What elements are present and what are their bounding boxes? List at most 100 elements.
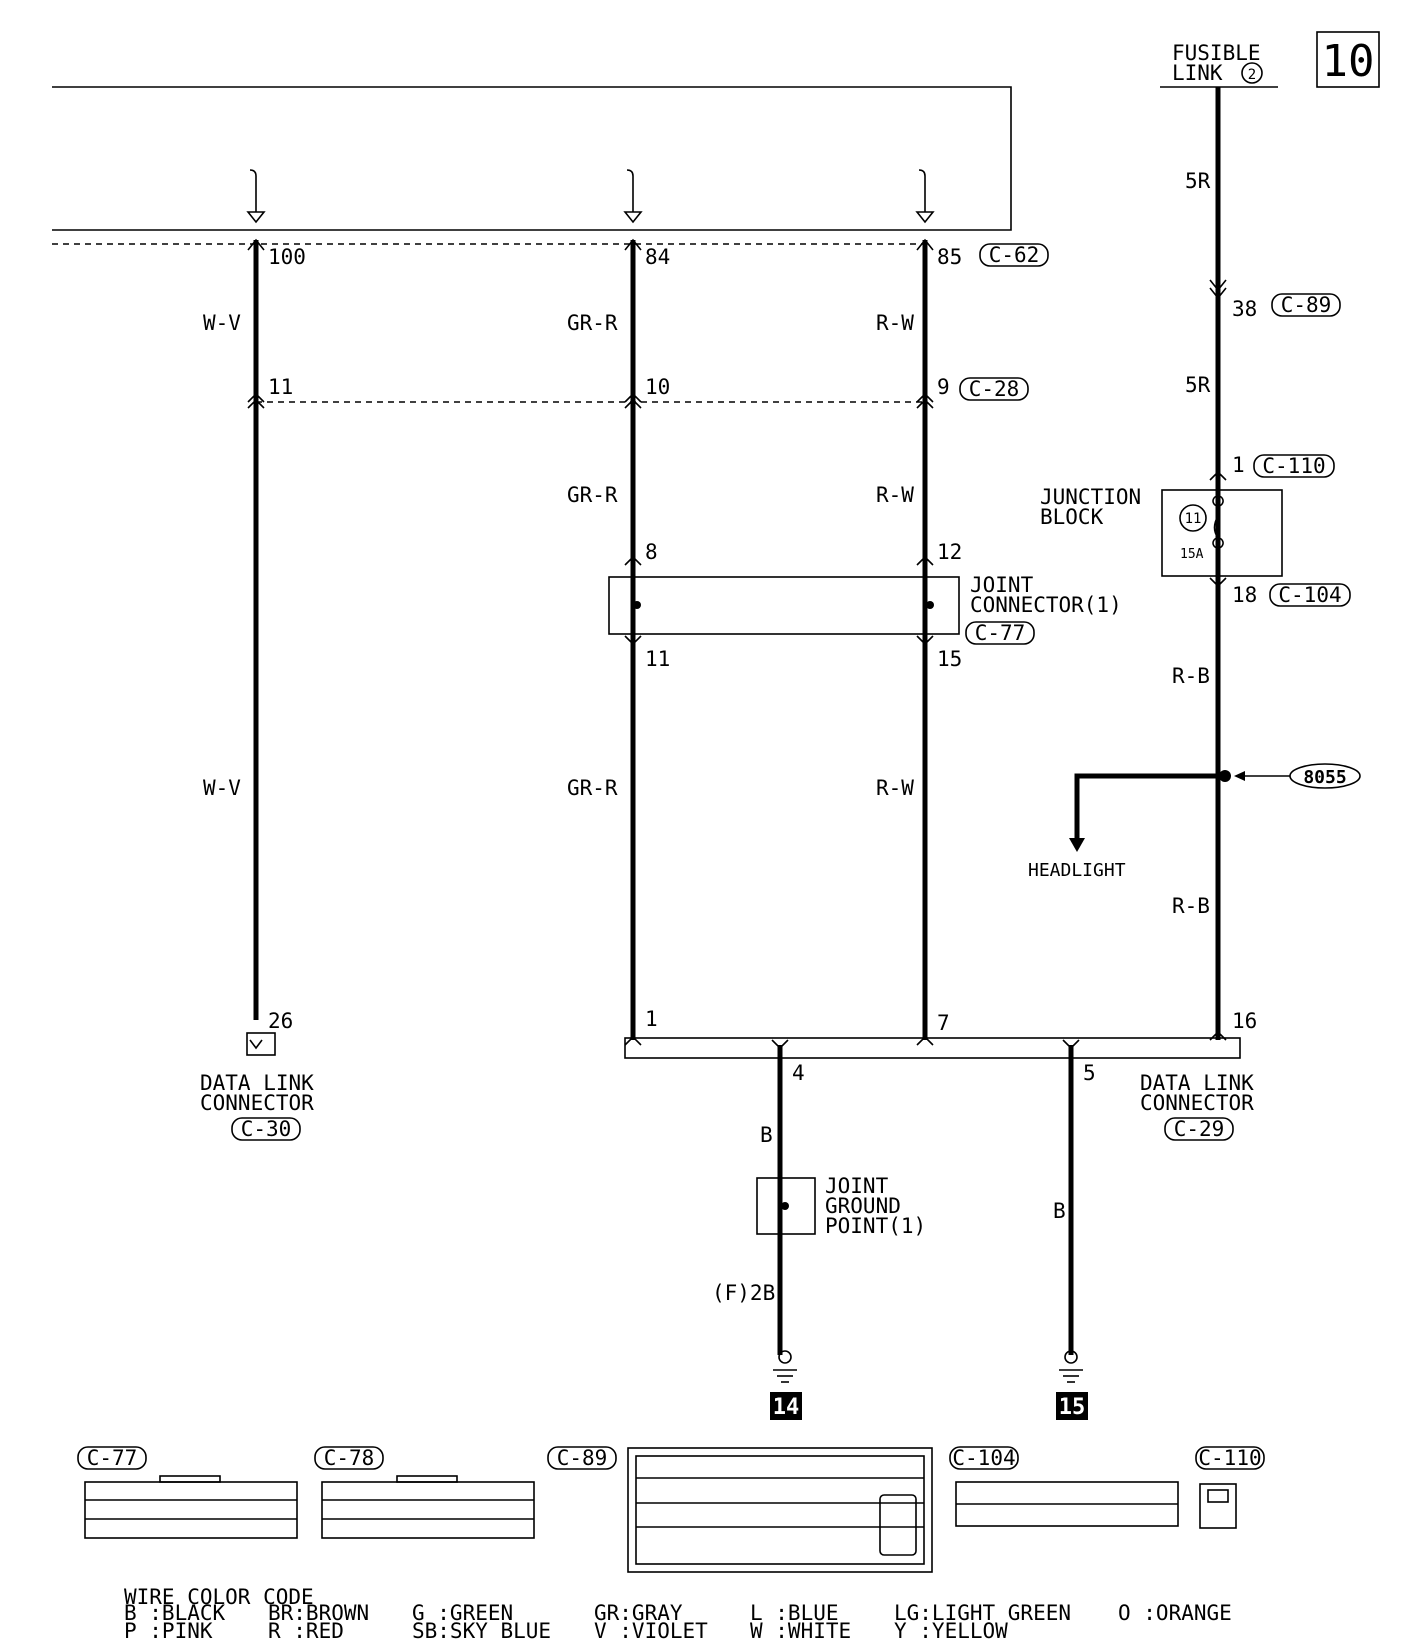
wire-label-5r-top: 5R bbox=[1185, 169, 1211, 193]
face-c110 bbox=[1199, 1483, 1237, 1529]
fusible-link-number-circle bbox=[1241, 62, 1263, 84]
svg-text:GR:GRAY: GR:GRAY bbox=[594, 1601, 683, 1625]
junction-block-box bbox=[1161, 489, 1283, 577]
junction-block-label-2: BLOCK bbox=[1040, 505, 1104, 529]
fuse-symbol bbox=[1212, 495, 1224, 549]
svg-text:Y :YELLOW: Y :YELLOW bbox=[894, 1619, 1008, 1643]
svg-text:P :PINK: P :PINK bbox=[124, 1619, 213, 1643]
pin-11-c28: 11 bbox=[268, 375, 293, 399]
pin-9: 9 bbox=[937, 375, 950, 399]
headlight-arrow bbox=[1069, 838, 1085, 852]
connector-marks bbox=[247, 238, 1227, 1050]
svg-text:LG:LIGHT GREEN: LG:LIGHT GREEN bbox=[894, 1601, 1071, 1625]
wire-label-b-right: B bbox=[1053, 1199, 1066, 1223]
headlight-branch bbox=[1074, 773, 1225, 848]
pin-16: 16 bbox=[1232, 1009, 1257, 1033]
headlight-label: HEADLIGHT bbox=[1028, 860, 1126, 881]
joint-connector-label-2: CONNECTOR(1) bbox=[970, 593, 1122, 617]
pin-8: 8 bbox=[645, 540, 658, 564]
svg-text:B :BLACK: B :BLACK bbox=[124, 1601, 226, 1625]
wire-label-r-b-bottom: R-B bbox=[1172, 894, 1210, 918]
pin-7: 7 bbox=[937, 1011, 950, 1035]
wire-label-r-w-mid: R-W bbox=[876, 483, 914, 507]
face-label-c104: C-104 bbox=[952, 1446, 1015, 1470]
dlc-left-label-1: DATA LINK bbox=[200, 1071, 314, 1095]
wire-label-b-left: B bbox=[760, 1123, 773, 1147]
wire-label-r-w-top: R-W bbox=[876, 311, 914, 335]
wire-label-r-w-bottom: R-W bbox=[876, 776, 914, 800]
dlc-left-arrow bbox=[249, 1039, 263, 1050]
conn-c89-top: C-89 bbox=[1281, 293, 1332, 317]
pin-15: 15 bbox=[937, 647, 962, 671]
pin-84: 84 bbox=[645, 245, 670, 269]
pin-4: 4 bbox=[792, 1061, 805, 1085]
fusible-link-label-2: LINK bbox=[1172, 61, 1223, 85]
joint-dot-2 bbox=[926, 601, 934, 609]
face-c77 bbox=[84, 1481, 298, 1539]
splice-badge bbox=[1289, 763, 1361, 789]
face-label-c89: C-89 bbox=[557, 1446, 608, 1470]
wire-label-5r-mid: 5R bbox=[1185, 373, 1211, 397]
pin-12: 12 bbox=[937, 540, 962, 564]
joint-ground-label-2: GROUND bbox=[825, 1194, 901, 1218]
conn-c77-top: C-77 bbox=[975, 621, 1026, 645]
wire-label-w-v-top: W-V bbox=[203, 311, 241, 335]
fuse-number: 11 bbox=[1185, 511, 1202, 527]
pin-26: 26 bbox=[268, 1009, 293, 1033]
joint-dot-1 bbox=[633, 601, 641, 609]
svg-text:R :RED: R :RED bbox=[268, 1619, 344, 1643]
page-number: 10 bbox=[1322, 36, 1375, 87]
face-label-c110: C-110 bbox=[1198, 1446, 1261, 1470]
fuse-amp: 15A bbox=[1180, 547, 1204, 562]
dlc-right-label-2: CONNECTOR bbox=[1140, 1091, 1254, 1115]
svg-text:V :VIOLET: V :VIOLET bbox=[594, 1619, 708, 1643]
joint-connector-box bbox=[608, 576, 960, 635]
svg-text:G :GREEN: G :GREEN bbox=[412, 1601, 513, 1625]
face-c78 bbox=[321, 1481, 535, 1539]
wire-label-gr-r-top: GR-R bbox=[567, 311, 618, 335]
pin-18: 18 bbox=[1232, 583, 1257, 607]
wire-label-gr-r-bottom: GR-R bbox=[567, 776, 618, 800]
wcc-row-2: P :PINK R :RED SB:SKY BLUE V :VIOLET W :… bbox=[124, 1619, 1008, 1643]
svg-text:L :BLUE: L :BLUE bbox=[750, 1601, 839, 1625]
pin-10: 10 bbox=[645, 375, 670, 399]
dlc-right-label-1: DATA LINK bbox=[1140, 1071, 1254, 1095]
dlc-right-body bbox=[624, 1037, 1241, 1059]
wire-label-r-b-top: R-B bbox=[1172, 664, 1210, 688]
joint-ground-box bbox=[756, 1177, 816, 1235]
conn-c28: C-28 bbox=[969, 377, 1020, 401]
dlc-left-label-2: CONNECTOR bbox=[200, 1091, 314, 1115]
wcc-title: WIRE COLOR CODE bbox=[124, 1585, 314, 1609]
conn-c30: C-30 bbox=[241, 1117, 292, 1141]
joint-ground-label-3: POINT(1) bbox=[825, 1214, 926, 1238]
ground-14-box bbox=[770, 1392, 802, 1420]
ground-15: 15 bbox=[1059, 1395, 1086, 1420]
ecu-box bbox=[52, 86, 1012, 231]
joint-ground-label-1: JOINT bbox=[825, 1174, 889, 1198]
page-number-box bbox=[1316, 31, 1380, 88]
junction-block-label-1: JUNCTION bbox=[1040, 485, 1141, 509]
wire-label-f2b: (F)2B bbox=[712, 1281, 775, 1305]
pin-38: 38 bbox=[1232, 297, 1257, 321]
wire-label-gr-r-mid: GR-R bbox=[567, 483, 618, 507]
svg-text:SB:SKY BLUE: SB:SKY BLUE bbox=[412, 1619, 551, 1643]
joint-ground-dot bbox=[781, 1202, 789, 1210]
pin-1-c110: 1 bbox=[1232, 453, 1245, 477]
ground-symbols bbox=[773, 1350, 1083, 1383]
splice-id: 8055 bbox=[1303, 767, 1346, 788]
conn-c62: C-62 bbox=[989, 243, 1040, 267]
wire-label-w-v-bottom: W-V bbox=[203, 776, 241, 800]
splice-pointer-head bbox=[1234, 771, 1245, 781]
fuse-number-circle bbox=[1179, 504, 1207, 532]
fusible-link-label-1: FUSIBLE bbox=[1172, 41, 1261, 65]
svg-text:W :WHITE: W :WHITE bbox=[750, 1619, 851, 1643]
joint-connector-label-1: JOINT bbox=[970, 573, 1034, 597]
connector-faces: C-77 C-78 C-89 C-104 C-110 bbox=[77, 1446, 1265, 1573]
svg-text:O :ORANGE: O :ORANGE bbox=[1118, 1601, 1232, 1625]
conn-c29: C-29 bbox=[1174, 1117, 1225, 1141]
ecu-internal-arrows bbox=[246, 169, 935, 224]
pin-1-dlc: 1 bbox=[645, 1007, 658, 1031]
pin-100: 100 bbox=[268, 245, 306, 269]
conn-c104-top: C-104 bbox=[1278, 583, 1341, 607]
